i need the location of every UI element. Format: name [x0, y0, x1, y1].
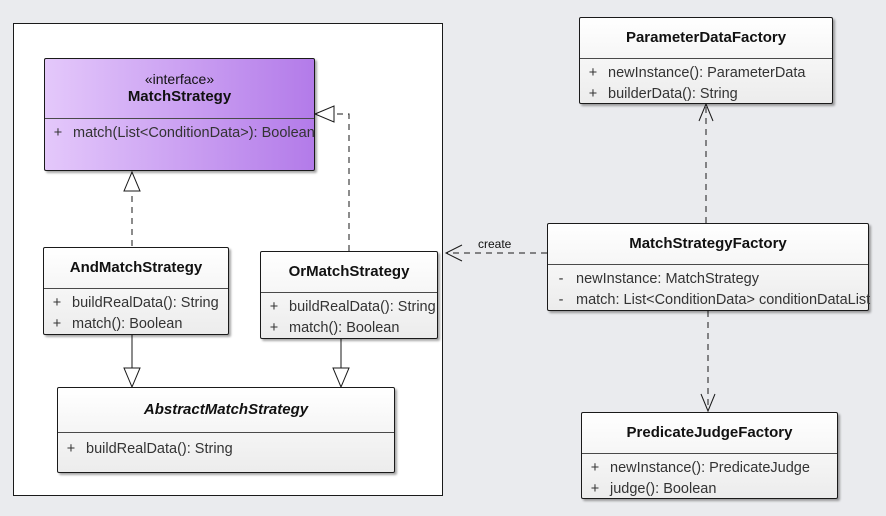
generalization-or-to-abstract[interactable]: [332, 338, 350, 389]
member-list: - newInstance: MatchStrategy - match: Li…: [548, 265, 871, 311]
visibility-marker: -: [558, 271, 564, 287]
member-signature: newInstance(): PredicateJudge: [610, 460, 810, 476]
member-signature: match(List<ConditionData>): Boolean: [73, 125, 315, 141]
class-header: AndMatchStrategy: [44, 248, 228, 289]
member-row: + buildRealData(): String: [44, 293, 228, 314]
member-row: - match: List<ConditionData> conditionDa…: [548, 290, 871, 311]
member-row: + judge(): Boolean: [582, 479, 837, 500]
member-row: + match(List<ConditionData>): Boolean: [45, 123, 315, 144]
member-signature: judge(): Boolean: [610, 481, 717, 497]
match-strategy-interface[interactable]: «interface» MatchStrategy + match(List<C…: [44, 58, 315, 171]
member-list: + match(List<ConditionData>): Boolean: [45, 119, 315, 144]
class-header: ParameterDataFactory: [580, 18, 832, 59]
visibility-marker: +: [588, 65, 598, 81]
member-list: + buildRealData(): String + match(): Boo…: [44, 289, 228, 335]
and-match-strategy-class[interactable]: AndMatchStrategy + buildRealData(): Stri…: [43, 247, 229, 335]
class-name: AndMatchStrategy: [69, 259, 203, 276]
member-signature: match(): Boolean: [289, 320, 400, 336]
member-list: + buildRealData(): String + match(): Boo…: [261, 293, 437, 339]
member-signature: newInstance: MatchStrategy: [576, 271, 759, 287]
member-row: + match(): Boolean: [44, 314, 228, 335]
member-list: + newInstance(): PredicateJudge + judge(…: [582, 454, 837, 500]
abstract-match-strategy-class[interactable]: AbstractMatchStrategy + buildRealData():…: [57, 387, 395, 473]
visibility-marker: +: [52, 295, 62, 311]
parameter-data-factory-class[interactable]: ParameterDataFactory + newInstance(): Pa…: [579, 17, 833, 104]
class-header: AbstractMatchStrategy: [58, 388, 394, 433]
class-name: AbstractMatchStrategy: [143, 401, 309, 418]
member-row: + builderData(): String: [580, 84, 832, 105]
class-header: MatchStrategyFactory: [548, 224, 868, 265]
realization-and-to-interface[interactable]: [123, 170, 141, 246]
or-match-strategy-class[interactable]: OrMatchStrategy + buildRealData(): Strin…: [260, 251, 438, 339]
class-name: MatchStrategy: [127, 88, 232, 105]
member-row: + newInstance(): ParameterData: [580, 63, 832, 84]
class-name: OrMatchStrategy: [288, 263, 410, 280]
member-signature: newInstance(): ParameterData: [608, 65, 806, 81]
realization-or-to-interface[interactable]: [313, 105, 350, 251]
member-signature: buildRealData(): String: [72, 295, 219, 311]
match-strategy-factory-class[interactable]: MatchStrategyFactory - newInstance: Matc…: [547, 223, 871, 311]
create-label: create: [478, 237, 512, 251]
class-header: OrMatchStrategy: [261, 252, 437, 293]
visibility-marker: +: [269, 320, 279, 336]
member-row: - newInstance: MatchStrategy: [548, 269, 868, 290]
visibility-marker: +: [53, 125, 63, 141]
visibility-marker: +: [590, 481, 600, 497]
member-signature: builderData(): String: [608, 86, 738, 102]
member-row: + newInstance(): PredicateJudge: [582, 458, 837, 479]
member-row: + buildRealData(): String: [261, 297, 437, 318]
member-row: + match(): Boolean: [261, 318, 437, 339]
visibility-marker: -: [558, 292, 564, 308]
member-list: + newInstance(): ParameterData + builder…: [580, 59, 832, 105]
member-signature: match: List<ConditionData> conditionData…: [576, 292, 871, 308]
dependency-create[interactable]: [444, 244, 547, 262]
generalization-and-to-abstract[interactable]: [123, 334, 141, 389]
member-list: + buildRealData(): String: [58, 433, 394, 460]
member-signature: match(): Boolean: [72, 316, 183, 332]
member-signature: buildRealData(): String: [289, 299, 436, 315]
member-signature: buildRealData(): String: [86, 441, 233, 457]
class-header: «interface» MatchStrategy: [45, 59, 314, 119]
class-name: ParameterDataFactory: [625, 29, 787, 46]
class-header: PredicateJudgeFactory: [582, 413, 837, 454]
dependency-to-parameter-data-factory[interactable]: [698, 102, 714, 223]
class-name: PredicateJudgeFactory: [626, 424, 793, 441]
stereotype-label: «interface»: [144, 71, 215, 87]
predicate-judge-factory-class[interactable]: PredicateJudgeFactory + newInstance(): P…: [581, 412, 838, 499]
visibility-marker: +: [590, 460, 600, 476]
member-row: + buildRealData(): String: [58, 439, 394, 460]
class-name: MatchStrategyFactory: [629, 235, 787, 252]
visibility-marker: +: [269, 299, 279, 315]
dependency-to-predicate-judge-factory[interactable]: [700, 311, 716, 413]
visibility-marker: +: [52, 316, 62, 332]
visibility-marker: +: [66, 441, 76, 457]
visibility-marker: +: [588, 86, 598, 102]
